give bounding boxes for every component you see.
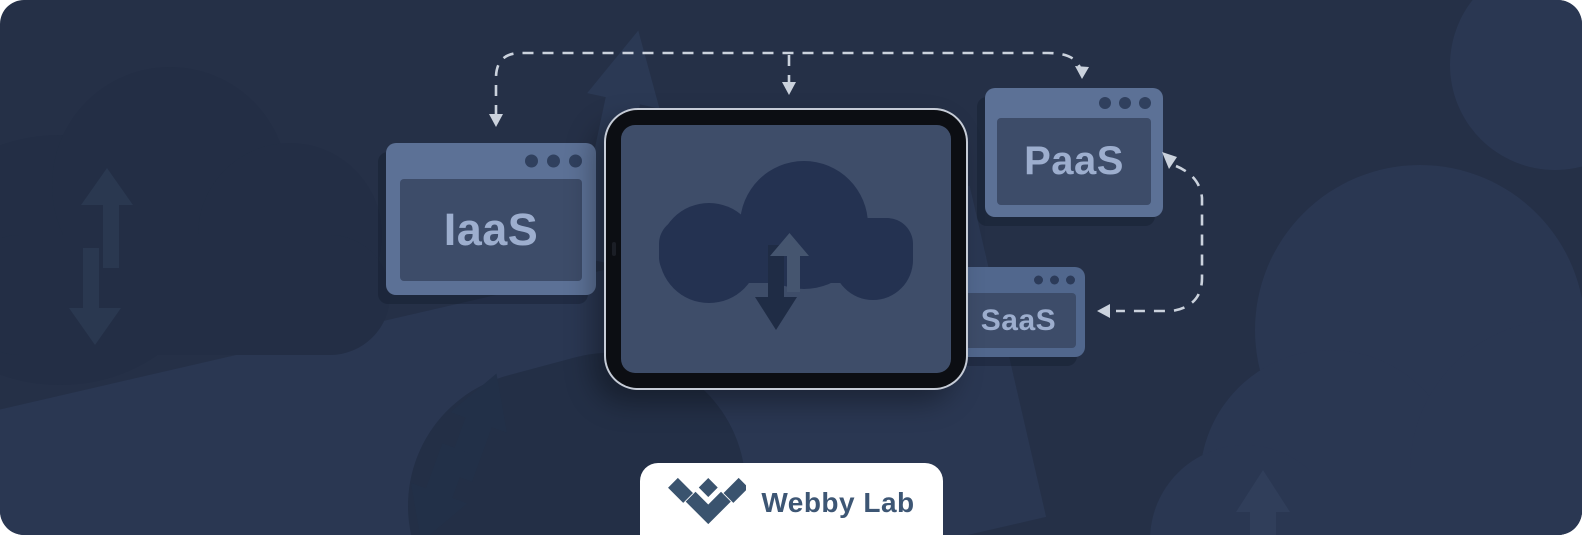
saas-window-titlebar — [952, 267, 1085, 293]
tablet-device — [606, 110, 966, 388]
tablet-screen — [621, 125, 951, 373]
download-arrow-icon — [755, 245, 797, 330]
upload-arrow-icon — [770, 233, 809, 292]
webbylab-logo-card: Webby Lab — [640, 463, 943, 535]
paas-window-titlebar — [985, 88, 1163, 118]
iaas-window-content: IaaS — [400, 179, 582, 281]
window-controls-dots-icon — [1034, 275, 1075, 285]
webbylab-w-icon — [668, 477, 747, 530]
saas-label: SaaS — [980, 303, 1057, 337]
window-controls-dots-icon — [1099, 97, 1151, 109]
iaas-window: IaaS — [386, 143, 596, 295]
paas-label: PaaS — [1024, 139, 1124, 183]
saas-window: SaaS — [952, 267, 1085, 357]
cloud-sync-icon — [659, 161, 913, 330]
iaas-window-titlebar — [386, 143, 596, 179]
saas-window-content: SaaS — [961, 293, 1076, 348]
webbylab-wordmark: Webby Lab — [761, 487, 915, 518]
iaas-label: IaaS — [443, 204, 539, 255]
paas-window-content: PaaS — [997, 118, 1151, 205]
tablet-camera-icon — [612, 242, 616, 256]
window-controls-dots-icon — [525, 154, 582, 168]
paas-window: PaaS — [985, 88, 1163, 217]
